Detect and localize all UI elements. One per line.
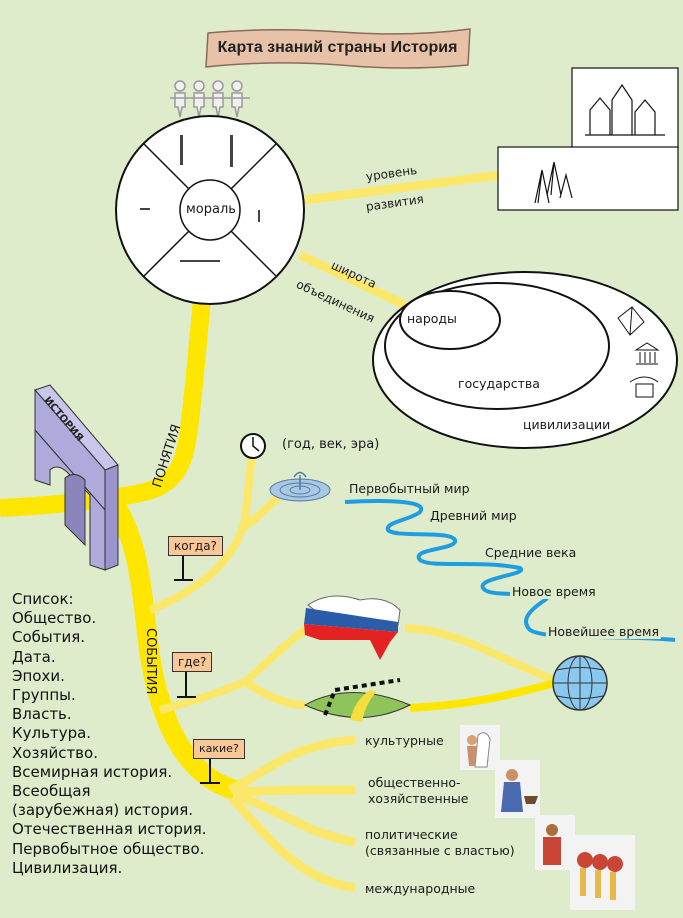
list-item: Культура. [12,724,92,743]
list-item: Хозяйство. [12,743,98,762]
list-item: События. [12,628,86,647]
sign-when-label: когда? [168,536,223,556]
time-units-label: (год, век, эра) [282,437,380,452]
history-arch [34,384,119,571]
road-where [159,626,308,714]
terms-list: Список: Общество. События. Дата. Эпохи. … [12,590,207,878]
tents-picture-frame [497,146,679,211]
peoples-ellipse [399,290,501,350]
list-item: Группы. [12,686,76,705]
list-item: Цивилизация. [12,858,123,877]
sign-where-label: где? [172,652,213,672]
sign-which-label: какие? [193,739,245,759]
road-international [228,794,356,893]
people-holding-hands-icon [170,80,250,118]
era-ancient: Древний мир [428,508,519,523]
road-cultural [227,735,356,795]
states-label: государства [458,376,540,391]
event-type-cultural: культурные [365,733,444,748]
sign-where: где? [172,652,213,672]
page-title: Карта знаний страны История [217,39,458,56]
title-banner: Карта знаний страны История [200,27,475,69]
list-item: (зарубежная) история. [12,801,194,820]
pagoda-icon [629,376,659,398]
clock-icon [240,433,266,459]
era-primitive: Первобытный мир [347,481,472,496]
road-economic [234,785,356,797]
road-political [233,790,356,847]
ruler-figure-icon [535,815,575,870]
list-item: Дата. [12,647,56,666]
road-unification [298,250,407,310]
russia-map-icon [304,595,401,660]
list-item: Всемирная история. [12,762,173,781]
list-item: Эпохи. [12,666,65,685]
sign-when: когда? [168,536,223,556]
wheel-sketch-top [180,135,183,165]
list-item: Первобытное общество. [12,839,205,858]
tents-icon [534,161,573,204]
era-contemporary: Новейшее время [546,624,661,639]
road-events [106,499,239,800]
event-type-international: международные [365,881,476,896]
border-landscape-icon [303,678,412,722]
list-item: Отечественная история. [12,820,207,839]
castle-picture-frame [571,67,679,149]
era-middle-ages: Средние века [483,545,579,560]
pyramid-icon [617,306,645,336]
era-river [344,499,676,642]
list-item: Власть. [12,705,72,724]
globe-icon [552,655,608,711]
morality-wheel [115,115,305,305]
road-land-globe [409,679,557,712]
list-item: Всеобщая [12,782,91,801]
sign-which: какие? [193,739,245,759]
event-type-political: политические (связанные с властью) [365,827,515,858]
list-item: Список: [12,590,74,608]
civilizations-label: цивилизации [523,417,611,432]
peoples-label: народы [407,311,457,326]
fountain-icon [269,471,331,502]
morality-label: мораль [186,202,236,217]
culture-figures-icon [460,725,500,770]
merchant-figure-icon [495,760,540,818]
temple-icon [634,342,660,365]
road-development [304,170,501,205]
era-modern: Новое время [510,584,598,599]
castle-icon [585,83,665,136]
list-item: Общество. [12,609,97,628]
warriors-icon [570,835,635,910]
event-type-economic: общественно- хозяйственные [368,775,469,806]
road-russia-globe [404,624,557,684]
road-where-2 [242,678,306,709]
